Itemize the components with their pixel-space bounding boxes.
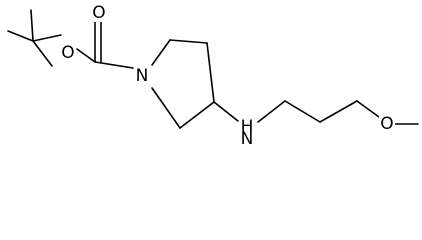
amine-backdrop: [239, 121, 256, 145]
ring-bond-3: [206, 42, 215, 103]
amine-nitrogen-label: N: [241, 129, 254, 147]
carbonyl-oxygen-label: O: [92, 3, 105, 23]
chemical-structure: O O N H N O: [7, 3, 419, 147]
carbonyl-oxygen-backdrop: [91, 5, 107, 22]
bond-ring-to-amine: [213, 101, 239, 122]
ester-oxygen-backdrop: [60, 44, 76, 62]
bond-ester-oxygen-to-carbonyl: [76, 48, 96, 63]
ether-oxygen-backdrop: [379, 115, 395, 133]
ether-oxygen-label: O: [380, 114, 393, 134]
atom-labels: O O N H N O: [60, 3, 395, 147]
bond-carbonyl-to-ring-nitrogen: [94, 61, 134, 69]
piperidine-ring: [151, 39, 215, 129]
bond-tbu-methyl-bottom: [32, 40, 53, 67]
amine-hydrogen-label: H: [241, 117, 254, 137]
chain-bond-2: [319, 100, 358, 123]
bond-tbu-to-ester-oxygen: [32, 34, 62, 42]
carbamate-group: [76, 18, 134, 69]
bond-tbu-methyl-top: [30, 9, 34, 42]
ring-bond-4: [179, 101, 215, 129]
ring-bond-2: [169, 39, 208, 44]
methoxypropylamino-chain: [213, 100, 419, 125]
chain-bond-to-ether-oxygen: [356, 100, 380, 118]
tert-butyl-group: [7, 9, 62, 67]
bond-amine-to-chain: [257, 100, 286, 123]
ester-oxygen-label: O: [61, 43, 74, 63]
structure-drawing: O O N H N O: [7, 3, 419, 147]
ring-nitrogen-backdrop: [134, 67, 150, 85]
ring-bond-1: [151, 39, 171, 66]
chain-bond-1: [284, 100, 321, 123]
bond-tbu-methyl-left: [7, 30, 34, 42]
ring-nitrogen-label: N: [136, 66, 149, 86]
ring-bond-5: [151, 87, 181, 129]
